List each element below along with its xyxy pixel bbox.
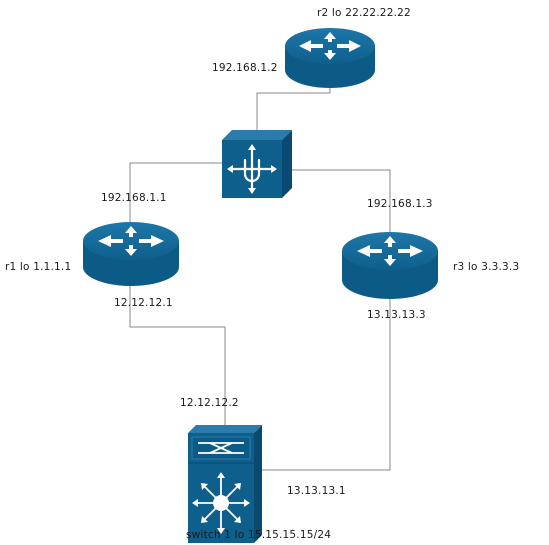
link-r1-switch <box>129 283 226 425</box>
switch-r1-interface-label: 12.12.12.2 <box>180 397 239 409</box>
r1-serial-label: 12.12.12.1 <box>114 297 173 309</box>
router-icon <box>83 222 179 286</box>
labels: r2 lo 22.22.22.22 192.168.1.2 192.168.1.… <box>5 7 519 541</box>
switch-1[interactable] <box>188 425 262 543</box>
switch1-hostname-label: switch 1 lo 15.15.15.15/24 <box>186 529 331 541</box>
link-core-r3 <box>292 169 391 232</box>
router-r2[interactable] <box>285 28 375 88</box>
link-r2-core <box>256 88 331 130</box>
r1-hostname-label: r1 lo 1.1.1.1 <box>5 261 71 273</box>
core-multilayer-switch[interactable] <box>222 130 292 198</box>
router-r1[interactable] <box>83 222 179 286</box>
router-r3[interactable] <box>342 232 438 299</box>
multilayer-switch-icon <box>222 130 292 198</box>
r3-interface-label: 192.168.1.3 <box>367 198 433 210</box>
r2-interface-label: 192.168.1.2 <box>212 62 278 74</box>
link-r3-switch <box>262 298 391 471</box>
switch-r3-interface-label: 13.13.13.1 <box>287 485 346 497</box>
r1-interface-label: 192.168.1.1 <box>101 192 167 204</box>
links <box>129 88 391 471</box>
layer3-switch-icon <box>188 425 262 543</box>
r3-serial-label: 13.13.13.3 <box>367 309 426 321</box>
r2-hostname-label: r2 lo 22.22.22.22 <box>317 7 411 19</box>
router-icon <box>342 232 438 299</box>
link-core-r1 <box>129 162 222 228</box>
router-icon <box>285 28 375 88</box>
r3-hostname-label: r3 lo 3.3.3.3 <box>453 261 519 273</box>
